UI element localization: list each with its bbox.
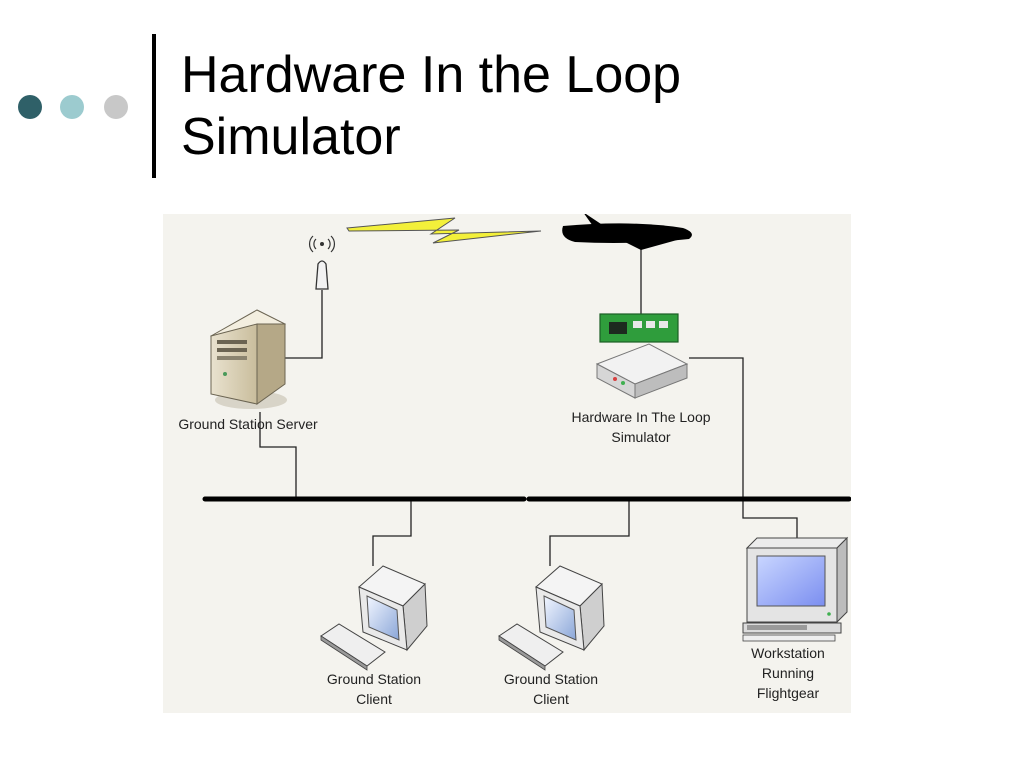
- label-hil-simulator-line-1: Hardware In The Loop: [571, 409, 711, 425]
- client-computer-2: [498, 565, 605, 671]
- client-computer-1: [320, 565, 428, 671]
- label-workstation-line-1: Workstation: [751, 645, 825, 661]
- label-ground-station-server-text: Ground Station Server: [178, 416, 318, 432]
- client1-to-bus-line: [372, 500, 412, 566]
- label-hil-simulator-line-2: Simulator: [611, 429, 671, 445]
- client-computer-icon: [535, 565, 605, 652]
- bullet-dot-dark: [18, 95, 42, 119]
- diagram-canvas: [202, 214, 851, 671]
- server-to-bus-line: [259, 412, 297, 498]
- label-client-2: Ground Station Client: [486, 669, 616, 709]
- label-client-1-line-1: Ground Station: [326, 671, 422, 687]
- label-client-1: Ground Station Client: [309, 669, 439, 709]
- circuit-board-icon: [599, 313, 679, 343]
- label-workstation-line-3: Flightgear: [756, 685, 820, 701]
- client-computer-icon: [358, 565, 428, 652]
- keyboard-icon: [742, 634, 836, 642]
- label-workstation: Workstation Running Flightgear: [733, 643, 843, 703]
- connection-lines: [259, 240, 798, 566]
- network-diagram: Ground Station Server Hardware In The Lo…: [163, 214, 851, 713]
- bullet-dot-teal: [60, 95, 84, 119]
- label-client-1-line-2: Client: [356, 691, 392, 707]
- antenna-icon: [309, 235, 335, 290]
- label-client-2-line-1: Ground Station: [503, 671, 599, 687]
- slide-title-line-1: Hardware In the Loop: [181, 46, 682, 104]
- keyboard-icon: [498, 623, 564, 671]
- hil-to-workstation-line: [689, 357, 798, 539]
- slide-title: Hardware In the Loop Simulator: [181, 44, 981, 168]
- lightning-icon: [346, 217, 542, 244]
- keyboard-icon: [320, 623, 386, 671]
- label-client-2-line-2: Client: [533, 691, 569, 707]
- airplane-icon: [562, 214, 692, 250]
- label-workstation-line-2: Running: [761, 665, 815, 681]
- bullet-dot-gray: [104, 95, 128, 119]
- client2-to-bus-line: [549, 500, 630, 566]
- title-divider: [152, 34, 156, 178]
- hil-simulator-box-icon: [595, 343, 689, 399]
- antenna-to-server-line: [283, 290, 323, 359]
- label-hil-simulator: Hardware In The Loop Simulator: [547, 407, 735, 447]
- title-bullets: [18, 95, 138, 119]
- workstation-icon: [742, 536, 849, 642]
- server-tower-icon: [209, 309, 287, 409]
- slide-title-line-2: Simulator: [181, 108, 401, 166]
- label-ground-station-server: Ground Station Server: [163, 414, 335, 434]
